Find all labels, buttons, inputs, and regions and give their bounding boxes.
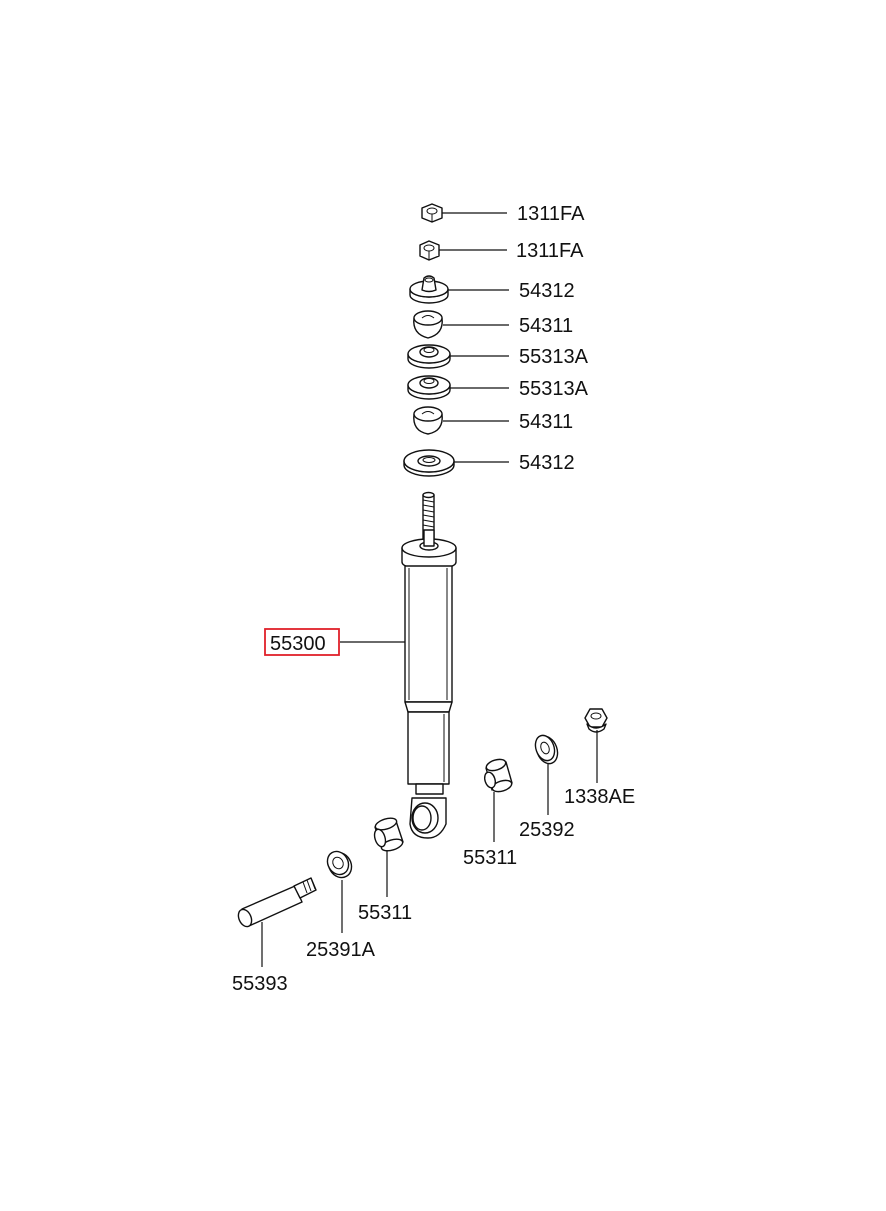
- part-label-1311fa-a[interactable]: 1311FA: [517, 203, 585, 225]
- part-label-55313a-b[interactable]: 55313A: [519, 378, 589, 400]
- bushing-left-drawing[interactable]: [373, 816, 404, 853]
- rubber-bushing-lower-drawing[interactable]: [413, 406, 443, 435]
- washer-lower-drawing[interactable]: [403, 449, 455, 477]
- part-label-54312-a[interactable]: 54312: [519, 280, 575, 302]
- flange-nut-drawing[interactable]: [584, 708, 608, 733]
- part-label-55311-b[interactable]: 55311: [358, 902, 412, 924]
- part-label-1311fa-b[interactable]: 1311FA: [516, 240, 584, 262]
- part-label-1338ae[interactable]: 1338AE: [564, 786, 635, 808]
- shock-absorber-drawing[interactable]: [401, 491, 457, 839]
- part-label-55393[interactable]: 55393: [232, 973, 288, 995]
- part-label-54311-b[interactable]: 54311: [519, 411, 573, 433]
- part-label-25392[interactable]: 25392: [519, 819, 575, 841]
- part-label-55300[interactable]: 55300: [270, 633, 326, 655]
- nut-second-drawing[interactable]: [419, 240, 440, 261]
- washer-55313a-lower-drawing[interactable]: [407, 375, 451, 400]
- washer-25392-drawing[interactable]: [532, 733, 561, 767]
- mounting-pin-drawing[interactable]: [236, 877, 317, 929]
- rubber-bushing-top-drawing[interactable]: [413, 310, 443, 339]
- part-label-54312-b[interactable]: 54312: [519, 452, 575, 474]
- washer-top-drawing[interactable]: [409, 275, 449, 304]
- highlight-box: [264, 628, 340, 656]
- part-label-55313a-a[interactable]: 55313A: [519, 346, 589, 368]
- part-label-54311-a[interactable]: 54311: [519, 315, 573, 337]
- bushing-right-drawing[interactable]: [483, 757, 513, 793]
- washer-25391a-drawing[interactable]: [323, 848, 356, 882]
- washer-55313a-upper-drawing[interactable]: [407, 344, 451, 369]
- nut-top-drawing[interactable]: [421, 203, 443, 223]
- part-label-25391a[interactable]: 25391A: [306, 939, 376, 961]
- part-label-55311-a[interactable]: 55311: [463, 847, 517, 869]
